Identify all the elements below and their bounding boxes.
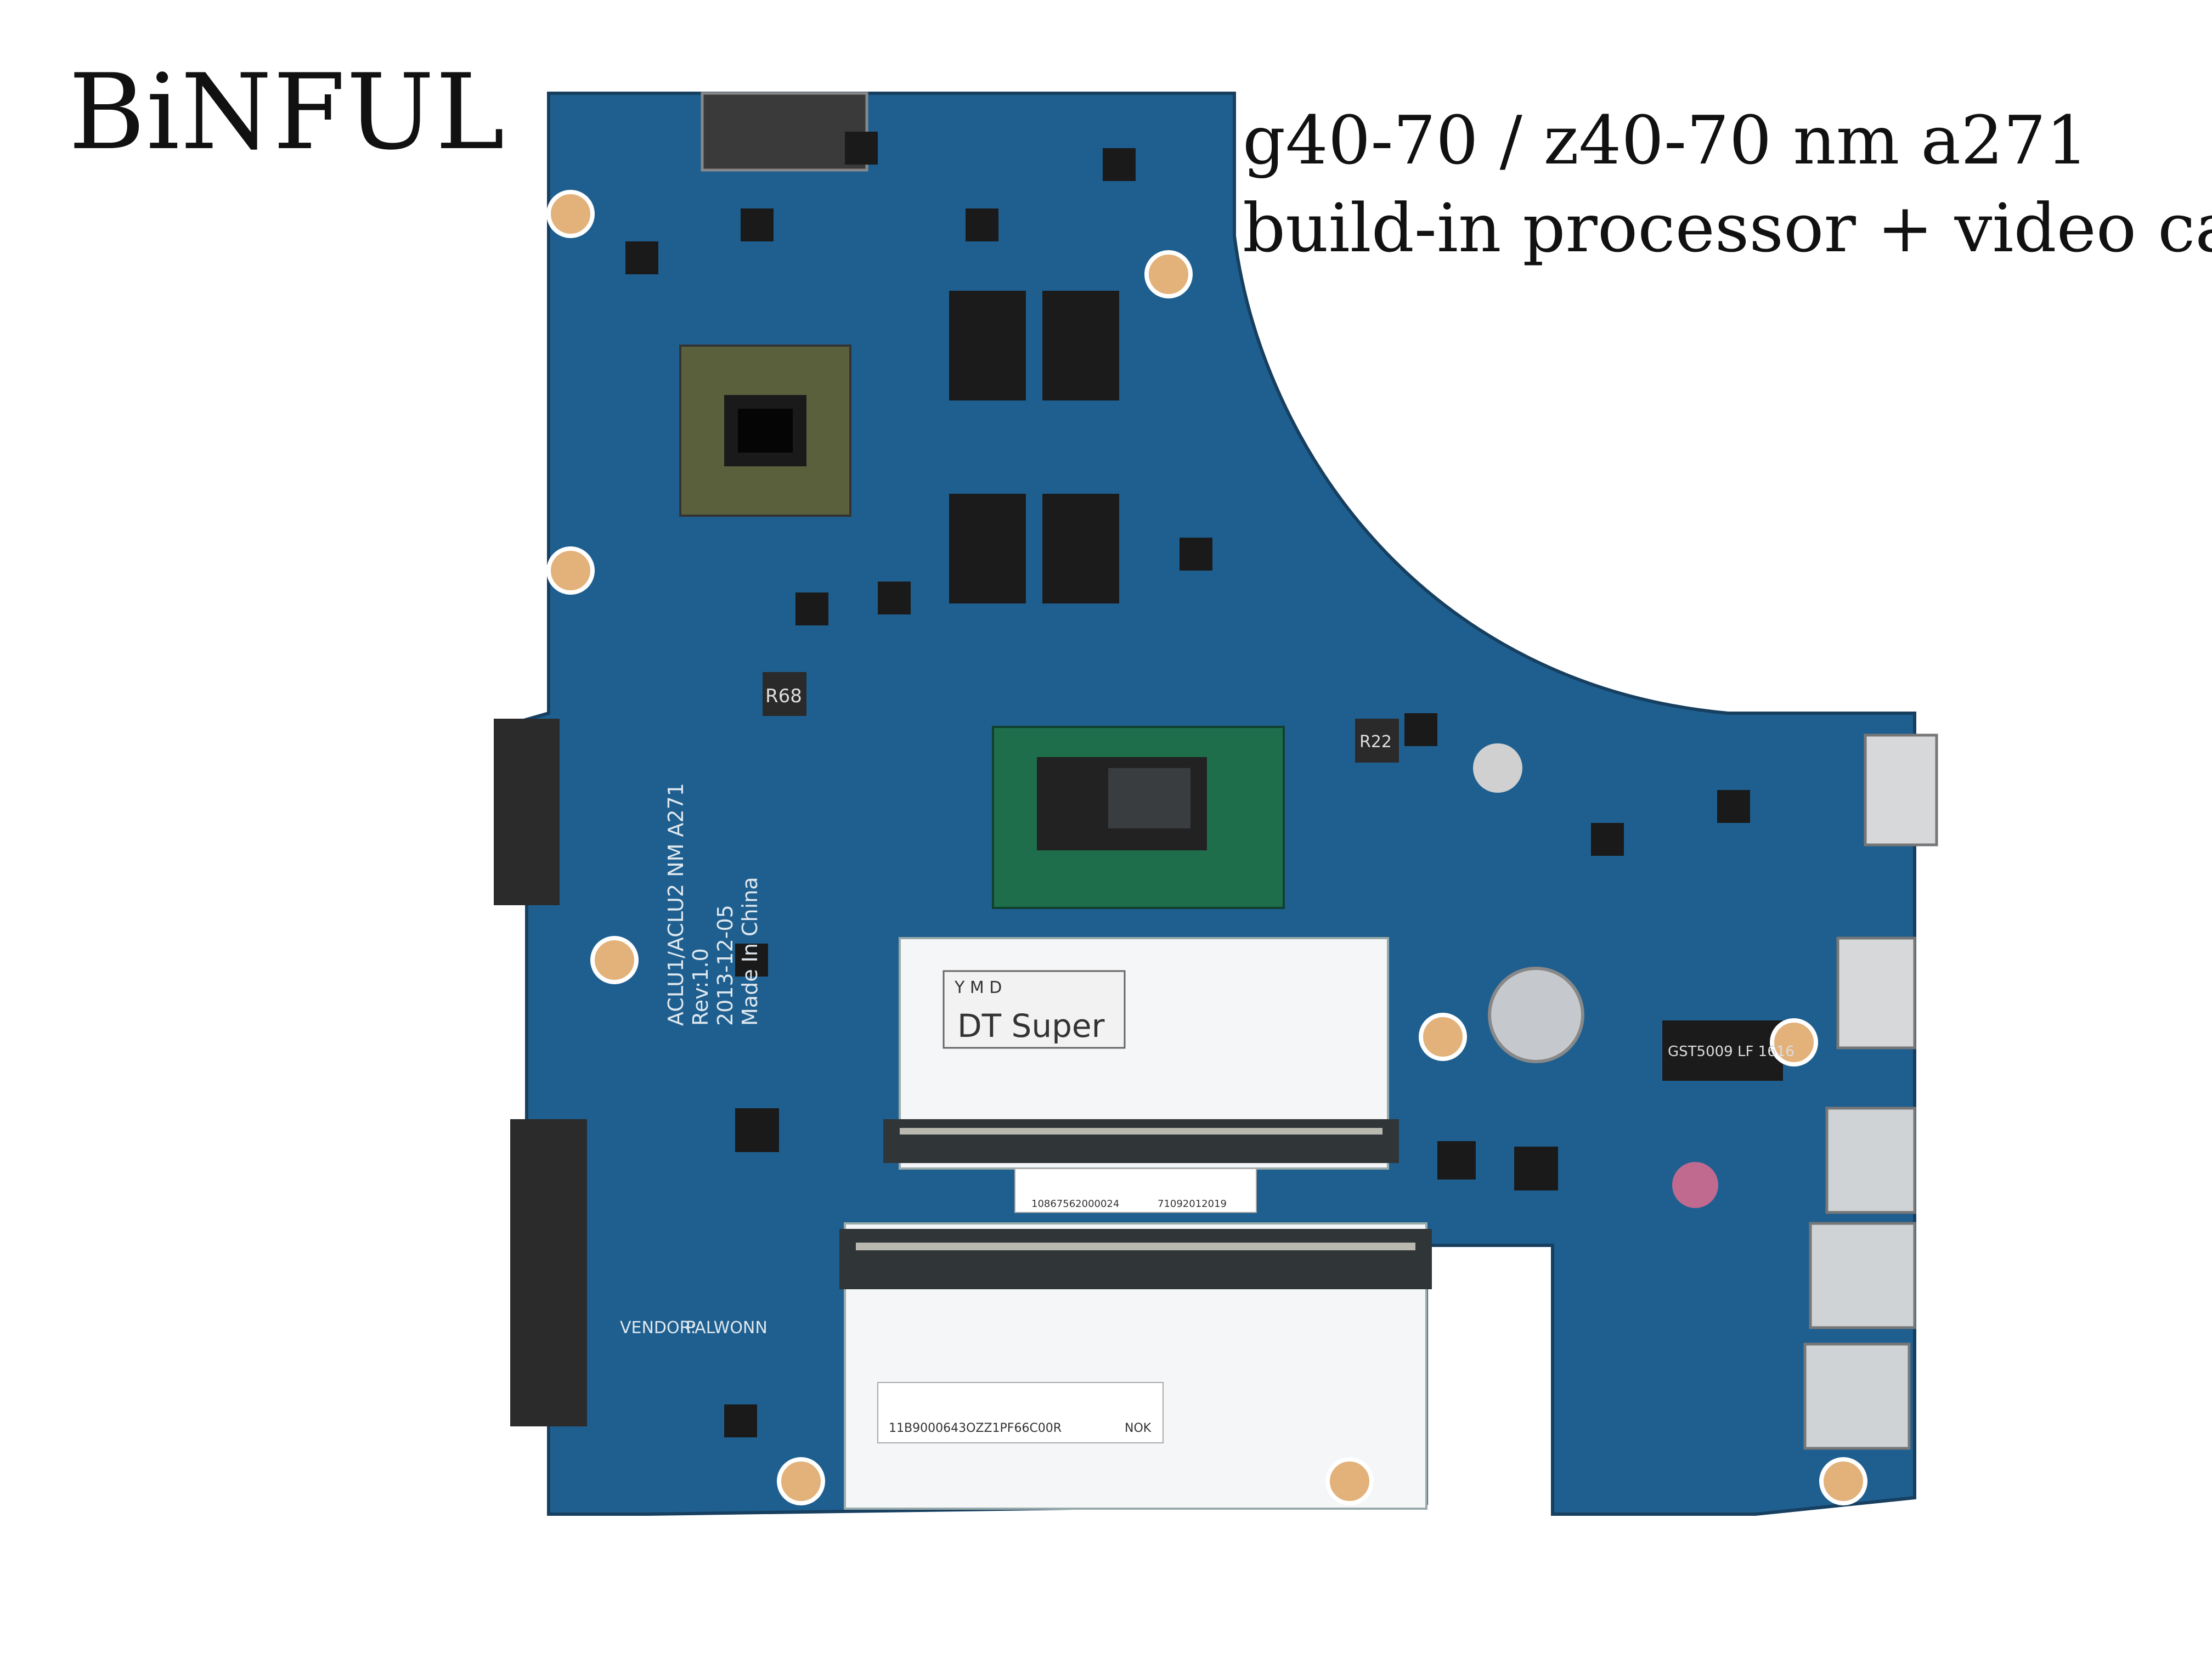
mount-hole [546,546,595,595]
silk-model: ACLU1/ACLU2 NM A271 [664,783,688,1026]
usb-port-middle [1809,1222,1916,1329]
silk-date: 2013-12-05 [713,905,737,1026]
sata-connector-top [494,719,560,905]
barcode-2-text: 11B9000643OZZ1PF66C00R [889,1421,1062,1435]
inductor-r68-label: R68 [765,685,802,707]
sata-connector-bottom [510,1119,587,1426]
ethernet-port [1836,936,1916,1049]
mount-hole [1325,1457,1374,1505]
sticker-text: DT Super [957,1007,1105,1045]
usb-port-bottom [1803,1342,1911,1450]
sticker-dt-super [943,970,1126,1049]
barcode-label-2 [877,1382,1164,1443]
ram-slot-bottom [839,1229,1432,1289]
barcode-label-1 [1014,1168,1257,1213]
mount-hole [777,1457,825,1505]
vram-chip-1 [949,291,1026,400]
barcode-2b-text: NOK [1125,1421,1152,1435]
mount-hole [1419,1013,1467,1061]
silk-vendor-value: PALWONN [686,1318,768,1338]
vram-chip-2 [1042,291,1119,400]
caption-line-1: g40-70 / z40-70 nm a271 [1243,101,2089,179]
vram-chip-3 [949,494,1026,603]
usb-port-top [1825,1107,1916,1214]
mount-hole [590,936,639,984]
barcode-1b-text: 71092012019 [1158,1198,1227,1210]
mount-hole [1770,1018,1818,1066]
mount-hole [546,190,595,238]
inductor-r22 [1355,719,1399,763]
mount-hole [1144,250,1193,298]
lan-chip-label: GST5009 LF 1616 [1668,1043,1795,1060]
capacitor [1473,743,1522,793]
silk-vendor-label: VENDOR: [620,1318,696,1338]
barcode-1-text: 10867562000024 [1031,1198,1119,1210]
capacitor-purple [1672,1162,1718,1208]
sticker-codes: Y M D [954,978,1002,997]
lan-chip [1662,1020,1783,1081]
vga-connector [701,92,868,172]
vram-chip-4 [1042,494,1119,603]
silk-origin: Made In China [738,877,762,1026]
inductor-r22-label: R22 [1359,732,1392,752]
silk-rev: Rev:1.0 [689,948,713,1026]
inductor-r68 [763,672,806,716]
cmos-battery [1488,967,1584,1063]
power-jack [1864,733,1938,847]
ram-slot-top [883,1119,1399,1163]
caption-line-2: build-in processor + video card [1243,189,2212,267]
brand-title: BiNFUL [69,52,506,173]
mount-hole [1819,1457,1867,1505]
